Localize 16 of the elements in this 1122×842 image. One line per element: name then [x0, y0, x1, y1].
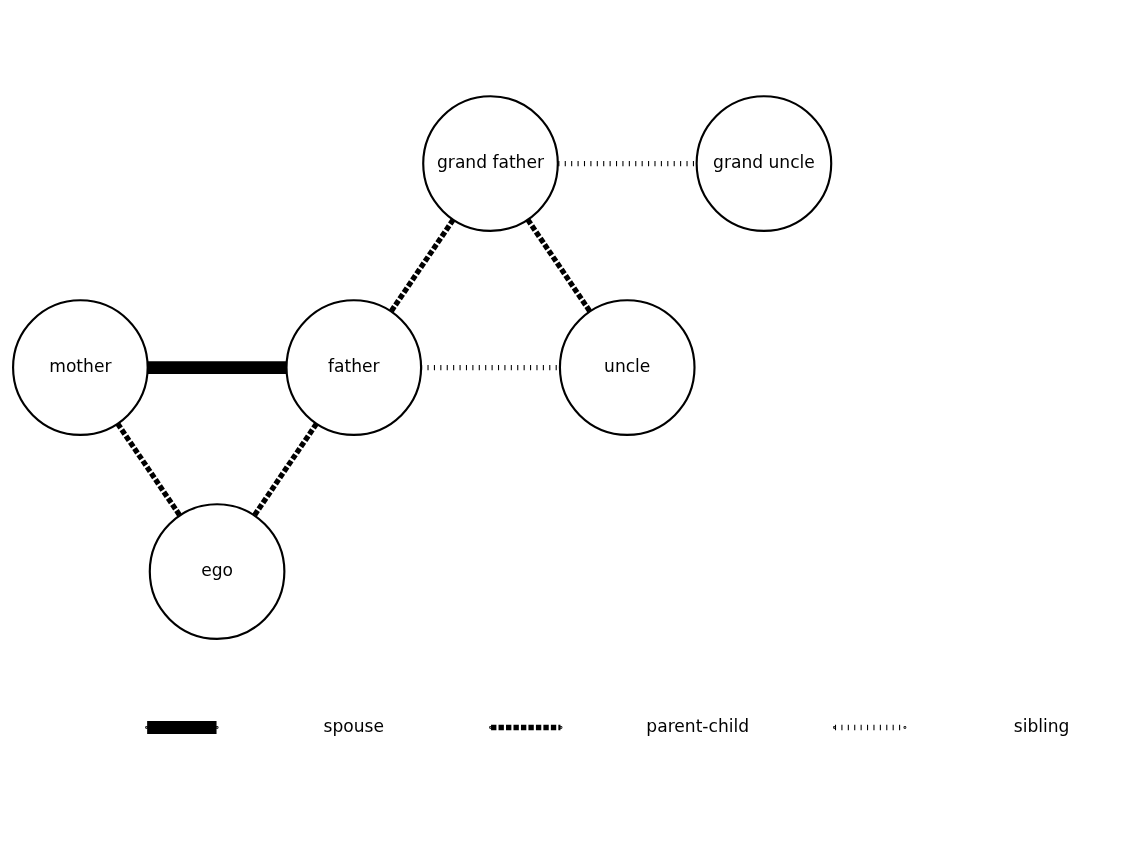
connector — [388, 217, 456, 313]
connector — [252, 421, 319, 517]
connector — [115, 421, 182, 517]
legend-label: parent-child — [646, 715, 750, 736]
node-circle: mother — [12, 298, 149, 436]
node-circle: uncle — [558, 298, 696, 436]
connector — [147, 360, 287, 374]
connector — [525, 217, 593, 313]
node-circle: grand father — [422, 94, 559, 232]
node-circle: father — [285, 298, 423, 436]
legend-label: spouse — [323, 715, 385, 736]
node-circle: grand uncle — [695, 94, 833, 232]
legend-label: sibling — [1013, 715, 1070, 736]
connector — [558, 160, 697, 166]
connector — [421, 364, 560, 370]
node-circle: ego — [148, 502, 286, 640]
